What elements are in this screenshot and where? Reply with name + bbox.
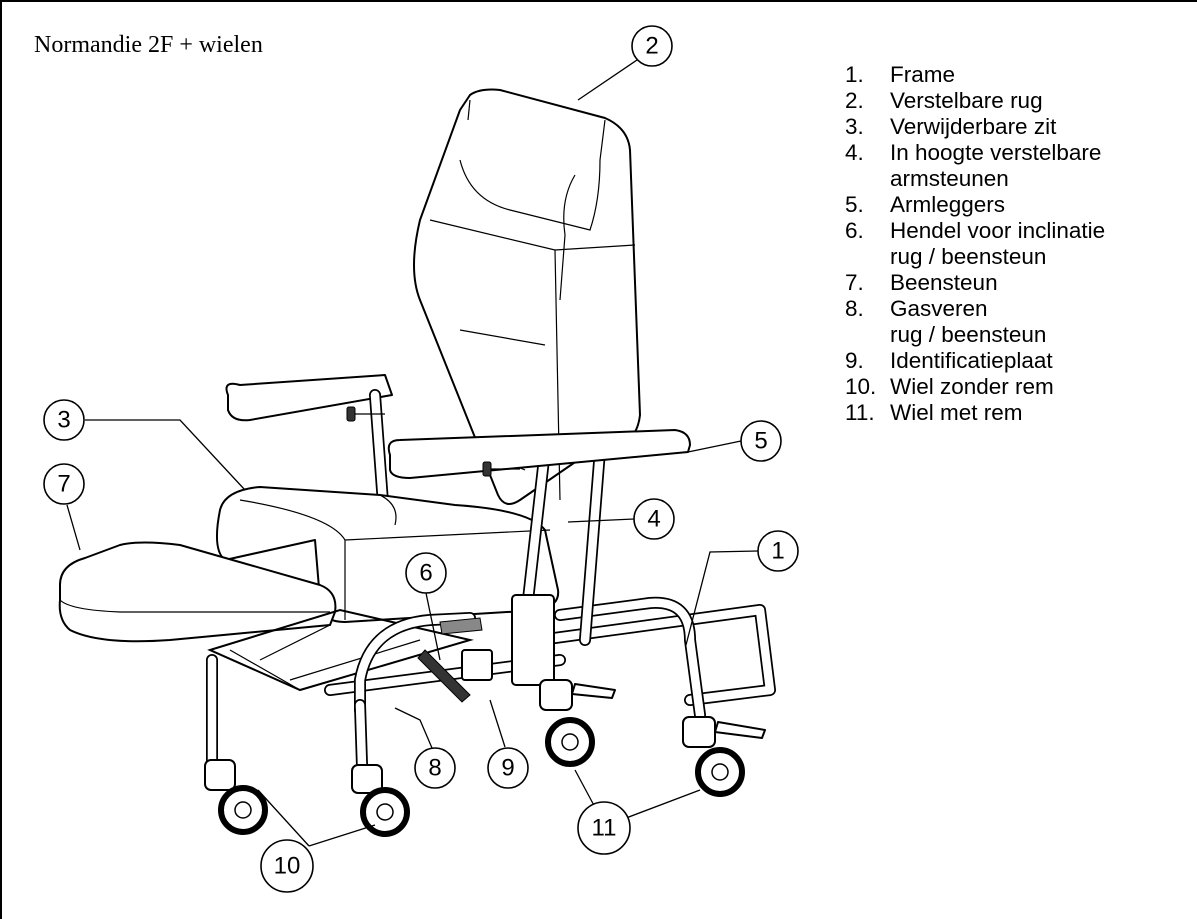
callout-6: 6 [405,552,447,594]
legend-label: Verstelbare rug [890,88,1043,113]
callout-11: 11 [577,801,631,855]
callout-9: 9 [487,747,529,789]
figure-title: Normandie 2F + wielen [34,32,263,58]
legend-label: Hendel voor inclinatie rug / beensteun [890,218,1106,269]
callout-8: 8 [414,747,456,789]
legend-item-wheel-no-brake: 10. Wiel zonder rem [845,374,1105,400]
legend-label: Wiel zonder rem [890,374,1054,399]
legend-label: Verwijderbare zit [890,114,1057,139]
legend-number: 5. [845,192,864,217]
parts-legend: 1. Frame 2. Verstelbare rug 3. Verwijderbar… [845,62,1105,426]
armrest-right [387,429,691,686]
callout-6-label: 6 [419,560,432,587]
legend-item-armrests: 5. Armleggers [845,192,1105,218]
legend-item-armsupports: 4. In hoogte verstelbare armsteunen [845,140,1105,192]
callout-8-label: 8 [428,755,441,782]
legend-number: 7. [845,270,864,295]
callout-3: 3 [43,399,85,441]
legend-number: 10. [845,374,877,399]
legend-number: 1. [845,62,864,87]
callout-2-label: 2 [645,33,658,60]
legend-label: Identificatieplaat [890,348,1053,373]
legend-item-id-plate: 9. Identificatieplaat [845,348,1105,374]
legend-number: 8. [845,296,864,321]
callout-7-label: 7 [57,471,70,498]
callout-4-label: 4 [647,506,660,533]
legend-label: Gasveren rug / beensteun [890,296,1047,347]
legend-item-seat: 3. Verwijderbare zit [845,114,1105,140]
legend-item-frame: 1. Frame [845,62,1105,88]
callout-7: 7 [43,463,85,505]
legrest [58,541,337,643]
mechanism [207,608,493,716]
legend-number: 6. [845,218,864,243]
callout-2: 2 [631,25,673,67]
legend-label: Beensteun [890,270,998,295]
legend-item-legrest: 7. Beensteun [845,270,1105,296]
legend-label: In hoogte verstelbare armsteunen [890,140,1102,191]
callout-1: 1 [757,530,799,572]
legend-item-backrest: 2. Verstelbare rug [845,88,1105,114]
callout-1-label: 1 [771,538,784,565]
legend-number: 4. [845,140,864,165]
legend-label: Armleggers [890,192,1006,217]
legend-number: 3. [845,114,864,139]
legend-label: Frame [890,62,956,87]
legend-item-wheel-brake: 11. Wiel met rem [845,400,1105,426]
casters [204,654,766,837]
legend-label: Wiel met rem [890,400,1023,425]
callout-4: 4 [633,498,675,540]
callout-5: 5 [740,420,782,462]
callout-3-label: 3 [57,407,70,434]
callout-10-label: 10 [274,853,301,880]
callout-5-label: 5 [754,428,767,455]
legend-number: 2. [845,88,864,113]
callout-11-label: 11 [592,815,617,842]
legend-item-gas-springs: 8. Gasveren rug / beensteun [845,296,1105,348]
legend-number: 9. [845,348,864,373]
legend-item-recline-lever: 6. Hendel voor inclinatie rug / beensteun [845,218,1105,270]
callout-9-label: 9 [501,755,514,782]
callout-10: 10 [260,839,314,893]
legend-number: 11. [845,400,875,425]
